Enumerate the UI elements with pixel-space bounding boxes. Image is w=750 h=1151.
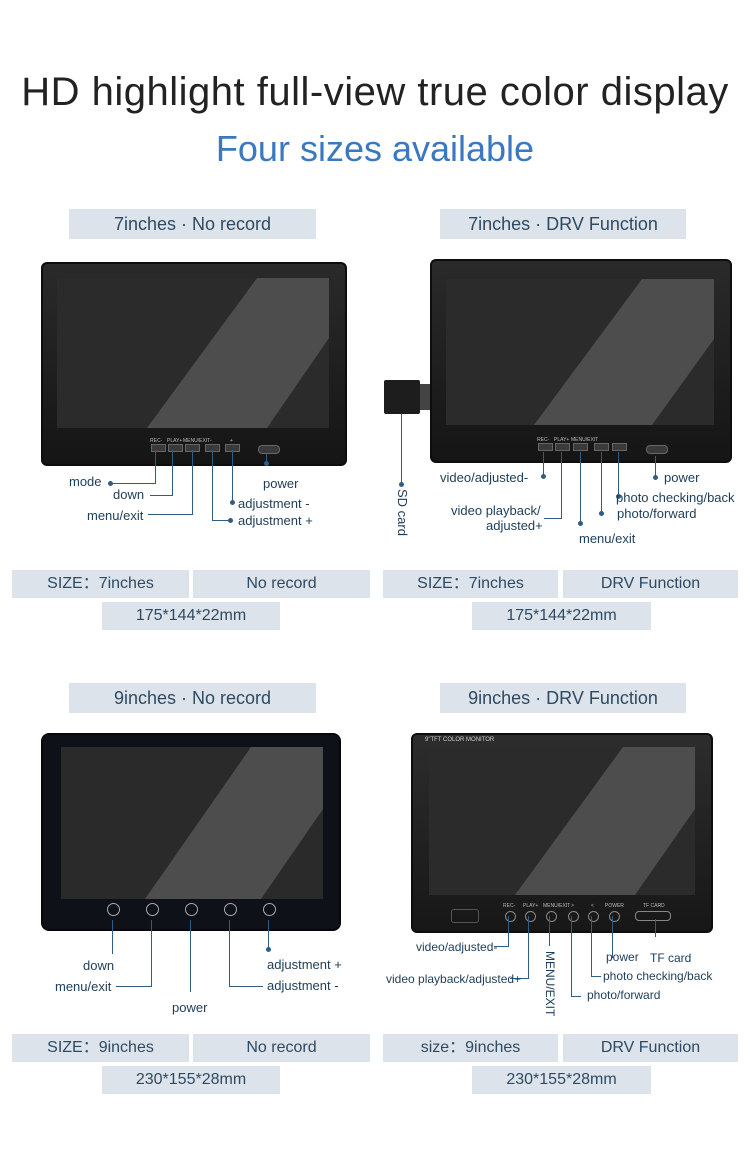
panel1-screen — [57, 278, 329, 428]
panel2-label-video-playback: video playback/ — [451, 503, 541, 518]
adj-plus-button — [263, 903, 276, 916]
tf-card-slot — [635, 911, 671, 921]
play-button — [555, 443, 570, 451]
panel2-screen — [446, 279, 714, 425]
panel2-label-video-adjusted: video/adjusted- — [440, 470, 529, 485]
panel3-monitor-image — [41, 733, 341, 931]
screen-glare — [534, 279, 714, 425]
panel2-label-sd-card: SD card — [395, 489, 410, 536]
panel1-label-menu: menu/exit — [87, 508, 144, 523]
panel4-type: DRV Function — [563, 1034, 738, 1062]
panel4-label-photo-checking: photo checking/back — [603, 969, 713, 983]
adj-minus-button — [224, 903, 237, 916]
power-text: POWER — [605, 903, 624, 909]
panel1-type: No record — [193, 570, 370, 598]
play-text: PLAY+ — [167, 438, 183, 444]
sd-card-image — [384, 380, 430, 414]
rec-text: REC- — [150, 438, 163, 444]
panel3-label-menu: menu/exit — [55, 979, 112, 994]
power-button — [646, 445, 668, 454]
panel3-label-down: down — [83, 958, 115, 973]
panel4-size: size：9inches — [383, 1034, 558, 1062]
panel1-dimensions: 175*144*22mm — [102, 602, 280, 630]
power-button — [609, 911, 620, 922]
panel1-label-adj-plus: adjustment + — [238, 513, 313, 528]
panel1-heading: 7inches · No record — [69, 209, 316, 239]
lt-text: < — [591, 903, 594, 909]
panel4-label-tf-card: TF card — [650, 951, 692, 965]
panel2-monitor-image: REC- PLAY+ MENU/EXIT — [430, 259, 732, 463]
sensor-window — [451, 909, 479, 923]
minus-text: - — [210, 438, 212, 444]
play-button — [525, 911, 536, 922]
forward-button — [568, 911, 579, 922]
plus-text: + — [230, 438, 233, 444]
panel4-heading: 9inches · DRV Function — [440, 683, 686, 713]
rec-text: REC- — [503, 903, 516, 909]
page-title: HD highlight full-view true color displa… — [21, 70, 729, 114]
play-text: PLAY+ — [523, 903, 539, 909]
panel3-label-power: power — [172, 1000, 208, 1015]
tf-text: TF CARD — [643, 903, 665, 909]
panel4-monitor-image: 9"TFT COLOR MONITOR REC- PLAY+ MENU/EXIT… — [411, 733, 713, 933]
rec-text: REC- — [537, 437, 550, 443]
rec-button — [538, 443, 553, 451]
forward-button — [594, 443, 609, 451]
panel2-size: SIZE：7inches — [383, 570, 558, 598]
panel1-size: SIZE：7inches — [12, 570, 189, 598]
panel2-label-power: power — [664, 470, 700, 485]
panel4-label-video-adjusted: video/adjusted- — [416, 940, 498, 954]
panel3-screen — [61, 747, 323, 899]
panel2-label-photo-checking: photo checking/back — [616, 490, 735, 505]
menu-text: MENU/EXIT — [183, 438, 211, 444]
panel2-dimensions: 175*144*22mm — [472, 602, 651, 630]
panel3-type: No record — [193, 1034, 370, 1062]
menu-button — [546, 911, 557, 922]
panel3-label-adj-minus: adjustment - — [267, 978, 339, 993]
panel1-label-mode: mode — [69, 474, 102, 489]
rec-button — [505, 911, 516, 922]
screen-glare — [145, 747, 323, 899]
panel3-heading: 9inches · No record — [69, 683, 316, 713]
mode-button — [151, 444, 166, 452]
panel4-brand-text: 9"TFT COLOR MONITOR — [425, 737, 495, 743]
down-button — [107, 903, 120, 916]
panel1-label-down: down — [113, 487, 145, 502]
play-text: PLAY+ — [554, 437, 570, 443]
menu-text: MENU/EXIT — [571, 437, 599, 443]
back-button — [612, 443, 627, 451]
menu-text: MENU/EXIT — [543, 903, 571, 909]
panel4-label-power: power — [606, 950, 639, 964]
panel2-type: DRV Function — [563, 570, 738, 598]
panel1-label-adj-minus: adjustment - — [238, 496, 310, 511]
gt-text: > — [571, 903, 574, 909]
power-button — [258, 445, 280, 454]
panel4-screen — [429, 747, 695, 895]
panel2-label-adjusted-plus: adjusted+ — [486, 518, 543, 533]
panel4-label-video-playback: video playback/adjusted+ — [386, 972, 522, 986]
menu-button — [573, 443, 588, 451]
panel4-dimensions: 230*155*28mm — [472, 1066, 651, 1094]
down-button — [168, 444, 183, 452]
screen-glare — [515, 747, 695, 895]
panel4-label-menu-exit: MENU/EXIT — [543, 951, 557, 1017]
panel1-label-power: power — [263, 476, 299, 491]
panel3-label-adj-plus: adjustment + — [267, 957, 342, 972]
panel3-size: SIZE：9inches — [12, 1034, 189, 1062]
panel2-label-photo-forward: photo/forward — [617, 506, 697, 521]
screen-glare — [147, 278, 329, 428]
back-button — [588, 911, 599, 922]
panel2-heading: 7inches · DRV Function — [440, 209, 686, 239]
menu-button — [146, 903, 159, 916]
power-button — [185, 903, 198, 916]
panel4-label-photo-forward: photo/forward — [587, 988, 661, 1002]
panel3-dimensions: 230*155*28mm — [102, 1066, 280, 1094]
panel2-label-menu: menu/exit — [579, 531, 636, 546]
panel1-monitor-image: REC- PLAY+ MENU/EXIT - + — [41, 262, 347, 466]
page-subtitle: Four sizes available — [215, 128, 535, 169]
